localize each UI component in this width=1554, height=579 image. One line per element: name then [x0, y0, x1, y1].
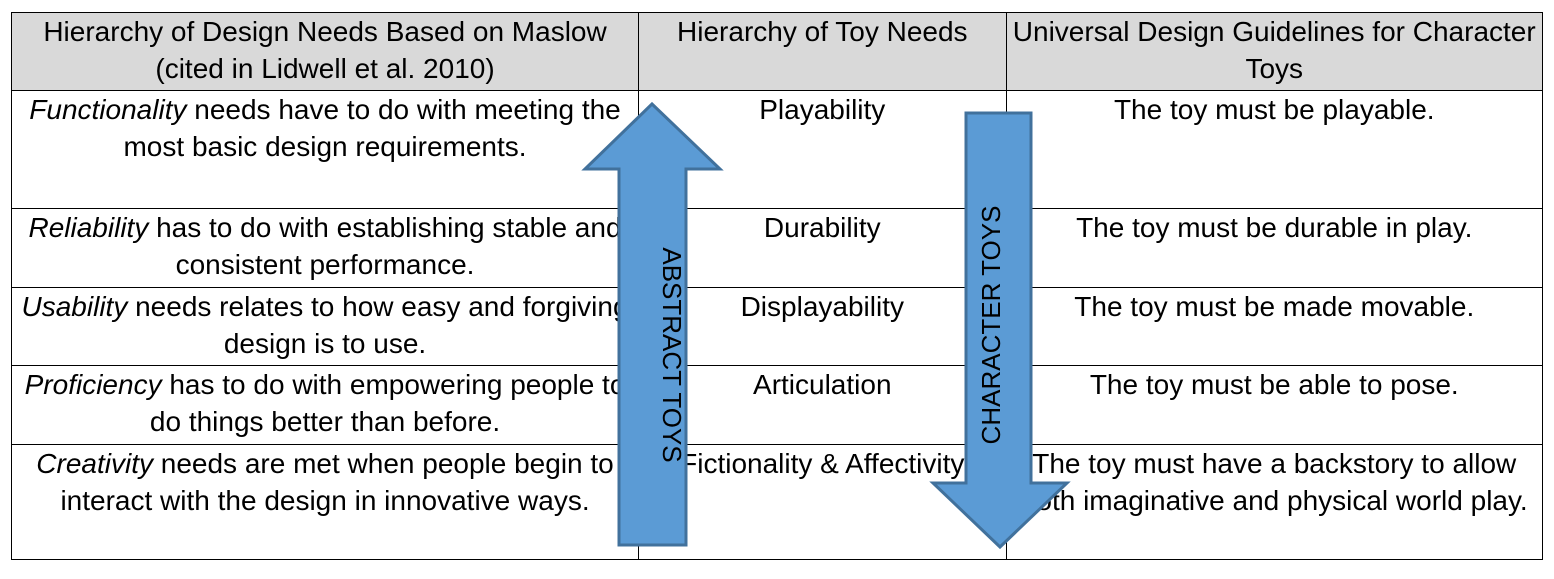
design-needs-table: Hierarchy of Design Needs Based on Maslo… — [10, 12, 1544, 560]
need-term: Reliability — [28, 212, 149, 243]
maslow-need-cell: Usability needs relates to how easy and … — [10, 287, 640, 366]
table-row: Creativity needs are met when people beg… — [10, 444, 1544, 560]
table-row: Usability needs relates to how easy and … — [10, 287, 1544, 366]
toy-need-cell: Displayability — [638, 287, 1007, 366]
maslow-need-cell: Functionality needs have to do with meet… — [10, 90, 640, 209]
maslow-need-cell: Creativity needs are met when people beg… — [10, 444, 640, 560]
header-design-guidelines: Universal Design Guidelines for Characte… — [1005, 12, 1544, 91]
table-row: Functionality needs have to do with meet… — [10, 90, 1544, 209]
table-row: Reliability has to do with establishing … — [10, 208, 1544, 288]
guideline-cell: The toy must be made movable. — [1005, 287, 1544, 366]
need-description: has to do with establishing stable and c… — [148, 212, 622, 280]
toy-need-cell: Playability — [638, 90, 1007, 209]
header-toy-needs: Hierarchy of Toy Needs — [638, 12, 1007, 91]
need-description: needs have to do with meeting the most b… — [123, 94, 621, 162]
maslow-need-cell: Reliability has to do with establishing … — [10, 208, 640, 288]
toy-need-cell: Fictionality & Affectivity — [638, 444, 1007, 560]
table-row: Proficiency has to do with empowering pe… — [10, 365, 1544, 445]
guideline-cell: The toy must be durable in play. — [1005, 208, 1544, 288]
guideline-cell: The toy must be playable. — [1005, 90, 1544, 209]
guideline-cell: The toy must be able to pose. — [1005, 365, 1544, 445]
need-description: needs are met when people begin to inter… — [60, 448, 614, 516]
need-term: Functionality — [29, 94, 187, 125]
header-maslow-hierarchy: Hierarchy of Design Needs Based on Maslo… — [10, 12, 640, 91]
toy-need-cell: Durability — [638, 208, 1007, 288]
guideline-cell: The toy must have a backstory to allow b… — [1005, 444, 1544, 560]
header-row: Hierarchy of Design Needs Based on Maslo… — [10, 12, 1544, 91]
need-description: needs relates to how easy and forgiving … — [127, 291, 629, 359]
maslow-need-cell: Proficiency has to do with empowering pe… — [10, 365, 640, 445]
need-term: Creativity — [36, 448, 153, 479]
toy-need-cell: Articulation — [638, 365, 1007, 445]
need-term: Proficiency — [24, 369, 162, 400]
need-description: has to do with empowering people to do t… — [149, 369, 626, 437]
need-term: Usability — [21, 291, 128, 322]
